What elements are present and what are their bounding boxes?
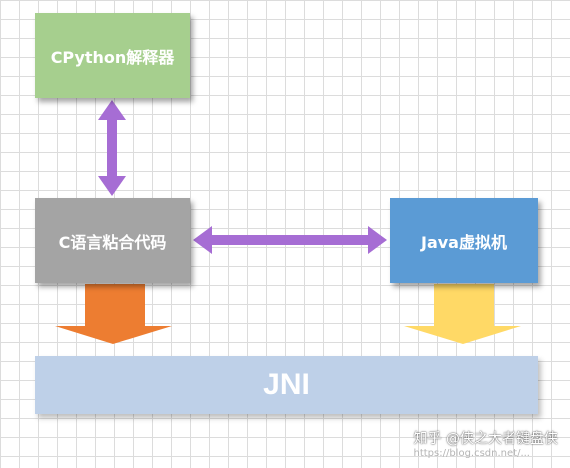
c-to-jni-arrow [55, 284, 172, 344]
cpython-interpreter-box: CPython解释器 [35, 13, 190, 98]
c-jvm-double-arrow [193, 226, 387, 254]
c-glue-code-box: C语言粘合代码 [35, 198, 190, 283]
watermark-text: 知乎 @侠之大者键盘侠 [413, 431, 558, 447]
jvm-to-jni-arrow [404, 284, 521, 344]
jni-label: JNI [263, 368, 310, 401]
cpython-c-double-arrow [98, 100, 126, 196]
watermark-url: https://blog.csdn.net/... [413, 448, 530, 459]
cpython-interpreter-label: CPython解释器 [50, 47, 175, 67]
jni-bar: JNI [35, 356, 538, 414]
java-vm-label: Java虚拟机 [421, 232, 507, 252]
java-vm-box: Java虚拟机 [390, 198, 538, 283]
c-glue-code-label: C语言粘合代码 [58, 232, 167, 252]
